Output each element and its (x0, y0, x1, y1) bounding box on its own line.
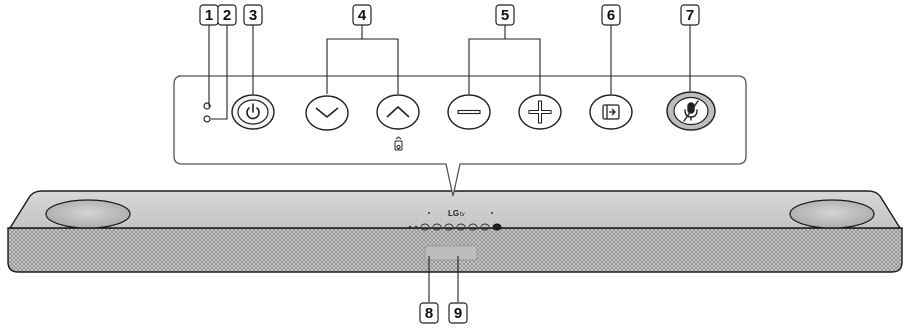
up-button[interactable] (376, 94, 420, 130)
callout-5-label: 5 (501, 7, 509, 24)
control-panel-callout (173, 75, 747, 197)
tv-mark: tv (460, 212, 465, 218)
callout-2: 2 (217, 4, 237, 26)
callout-6: 6 (601, 4, 621, 26)
volume-up-button[interactable] (518, 94, 562, 130)
callout-4-label: 4 (358, 7, 367, 24)
input-source-icon (602, 104, 620, 120)
callout-8-label: 8 (425, 305, 433, 322)
mic-mute-button[interactable] (666, 91, 716, 131)
plus-icon (528, 100, 552, 124)
bar-btn-volup[interactable] (468, 223, 478, 231)
indicator-led-lower (203, 115, 211, 123)
callout-1: 1 (199, 4, 219, 26)
soundbar-top (8, 190, 902, 229)
mic-mute-icon (683, 100, 699, 122)
chevron-down-icon (315, 107, 339, 118)
callout-7-label: 7 (686, 7, 694, 24)
bar-btn-power[interactable] (420, 223, 430, 231)
callout-9-label: 9 (454, 305, 462, 322)
callout-5: 5 (495, 4, 515, 26)
bar-btn-up[interactable] (444, 223, 454, 231)
bar-btn-voldown[interactable] (456, 223, 466, 231)
bar-led-2 (414, 225, 418, 229)
callout-3: 3 (243, 4, 263, 26)
chevron-up-icon (386, 106, 410, 118)
power-button[interactable] (231, 94, 275, 130)
callout-8: 8 (419, 302, 439, 324)
callout-6-label: 6 (607, 7, 615, 24)
down-button[interactable] (305, 95, 349, 131)
callout-1-label: 1 (205, 7, 213, 24)
callout-numbers: 1 2 3 4 5 6 7 8 (199, 4, 700, 324)
callout-7: 7 (680, 4, 700, 26)
minus-icon (457, 109, 481, 115)
bar-btn-mic[interactable] (492, 223, 502, 231)
volume-down-button[interactable] (447, 94, 491, 130)
front-display-window (424, 245, 478, 261)
bar-led-1 (408, 225, 412, 229)
bluetooth-speaker-icon (394, 136, 403, 151)
bar-btn-down[interactable] (432, 223, 442, 231)
callout-4: 4 (352, 4, 372, 26)
callout-9: 9 (448, 302, 468, 324)
right-upfiring-speaker (789, 199, 875, 229)
power-icon (246, 103, 260, 120)
left-upfiring-speaker (45, 199, 131, 229)
soundbar-control-strip: LG tv (408, 209, 502, 231)
lg-logo-mark: LG (448, 209, 459, 218)
leader-lines (208, 25, 691, 302)
bar-btn-input[interactable] (480, 223, 490, 231)
input-button[interactable] (589, 94, 633, 130)
callout-2-label: 2 (223, 7, 231, 24)
soundbar: LG tv (7, 190, 903, 273)
callout-3-label: 3 (249, 7, 257, 24)
